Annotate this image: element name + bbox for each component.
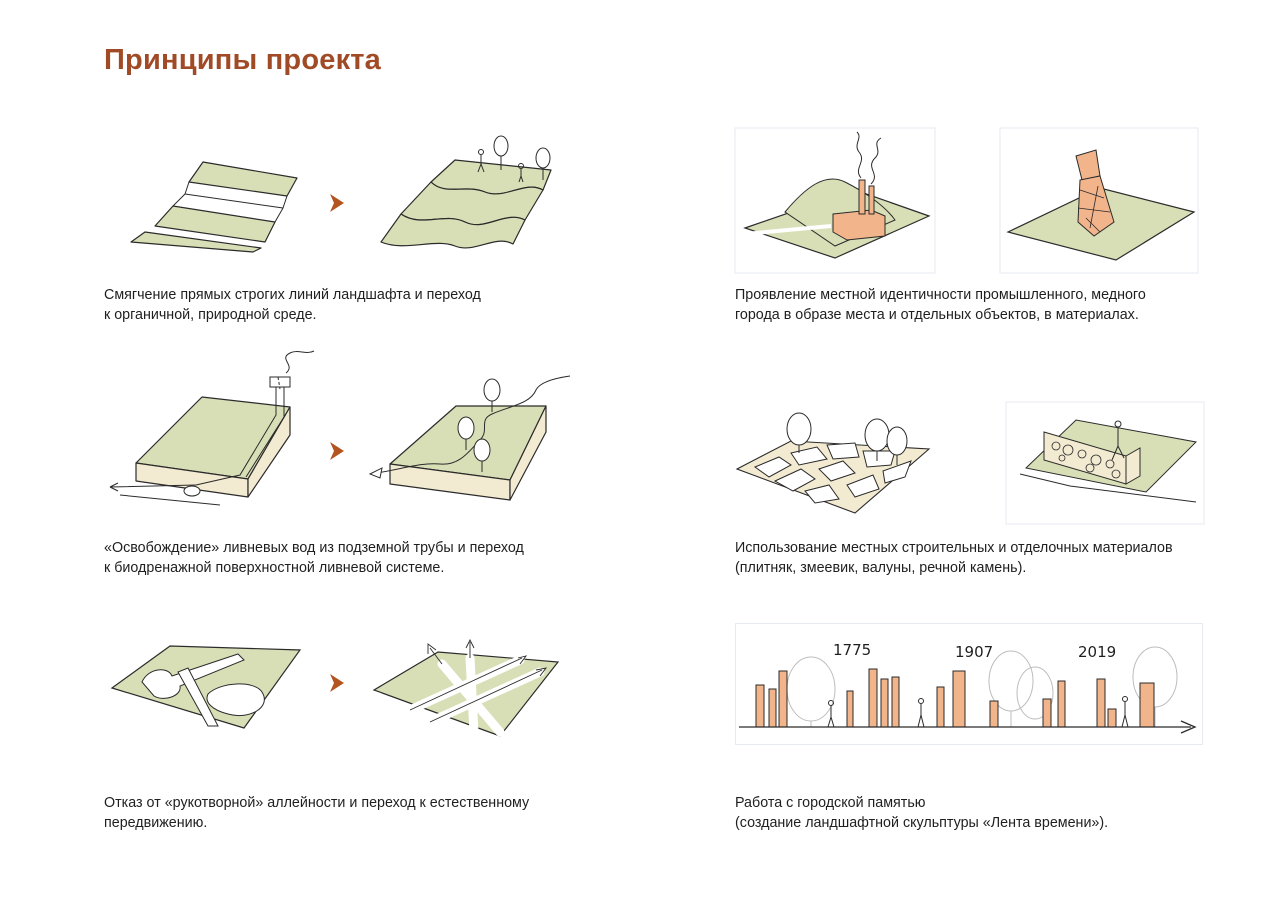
stormwater-pipe-illustration — [100, 345, 330, 520]
timeline-year: 2019 — [1078, 643, 1116, 661]
factory-icon — [832, 179, 886, 241]
caption-line: Отказ от «рукотворной» аллейности и пере… — [104, 795, 530, 811]
gabion-wall-illustration — [1005, 401, 1205, 525]
person-icon — [1111, 420, 1125, 461]
terraces-after-illustration — [375, 130, 565, 260]
principle-6-caption: Работа с городской памятью (создание лан… — [735, 794, 1255, 833]
bioswale-stream-illustration — [360, 370, 575, 520]
chevron-right-icon — [328, 672, 346, 694]
caption-line: Использование местных строительных и отд… — [735, 540, 1173, 556]
person-icon — [827, 696, 1129, 728]
formal-alleys-illustration — [108, 632, 308, 742]
caption-line: к биодренажной поверхностной ливневой си… — [104, 559, 445, 576]
caption-line: Проявление местной идентичности промышле… — [735, 287, 1146, 303]
caption-line: (создание ландшафтной скульптуры «Лента … — [735, 814, 1109, 831]
tree-icon — [457, 378, 501, 472]
smoke-icon — [856, 131, 882, 185]
tree-icon — [786, 412, 908, 465]
principle-5-caption: Использование местных строительных и отд… — [735, 539, 1255, 578]
timeline-year: 1775 — [833, 641, 871, 659]
principle-2-caption: «Освобождение» ливневых вод из подземной… — [104, 539, 624, 578]
tree-icon — [493, 135, 551, 180]
caption-line: Работа с городской памятью — [735, 795, 926, 811]
terraces-before-illustration — [125, 150, 315, 260]
caption-line: к органичной, природной среде. — [104, 306, 317, 323]
caption-line: Смягчение прямых строгих линий ландшафта… — [104, 287, 481, 303]
desire-lines-illustration — [370, 638, 565, 750]
factory-hill-illustration — [734, 127, 936, 274]
principle-4-caption: Проявление местной идентичности промышле… — [735, 286, 1255, 325]
chevron-right-icon — [328, 440, 346, 462]
time-ribbon-illustration: 1775 1907 2019 — [735, 623, 1203, 745]
flagstone-paving-illustration — [735, 405, 935, 520]
copper-sculpture-illustration — [999, 127, 1199, 274]
person-icon — [477, 149, 524, 183]
timeline-year: 1907 — [955, 643, 993, 661]
caption-line: «Освобождение» ливневых вод из подземной… — [104, 540, 524, 556]
caption-line: передвижению. — [104, 814, 208, 831]
principle-3-caption: Отказ от «рукотворной» аллейности и пере… — [104, 794, 624, 833]
page-title: Принципы проекта — [104, 44, 382, 76]
caption-line: (плитняк, змеевик, валуны, речной камень… — [735, 559, 1027, 576]
chevron-right-icon — [328, 192, 346, 214]
caption-line: города в образе места и отдельных объект… — [735, 306, 1139, 323]
principle-1-caption: Смягчение прямых строгих линий ландшафта… — [104, 286, 624, 325]
